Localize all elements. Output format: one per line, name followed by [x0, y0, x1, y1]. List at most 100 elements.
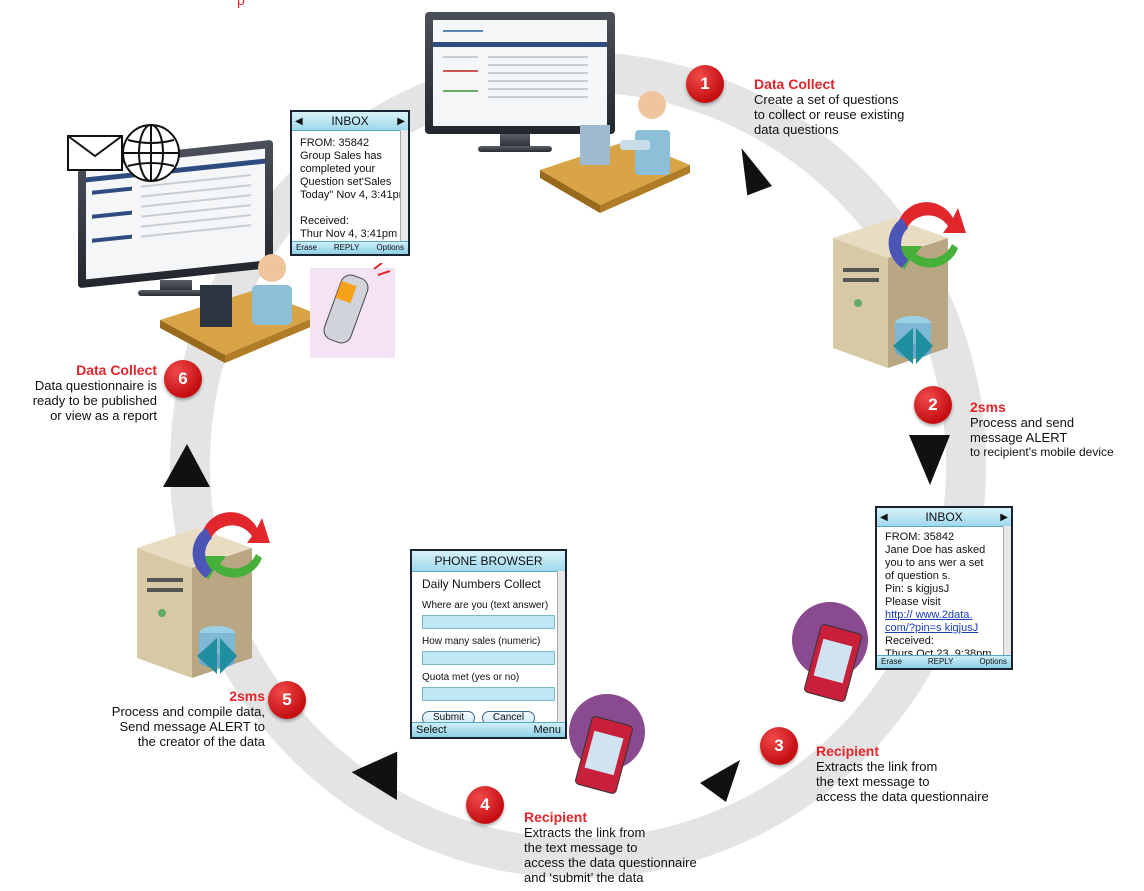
top-monitor-base [478, 146, 552, 152]
text-answer-input[interactable] [422, 615, 555, 629]
step-5-badge: 5 [268, 681, 306, 719]
inbox-title: INBOX [331, 114, 369, 128]
left-arrow-icon[interactable]: ◀ [295, 115, 303, 127]
left-monitor-base [138, 290, 214, 296]
person-at-desk-icon [540, 91, 690, 213]
inbox-top-screen: ◀ INBOX ▶ FROM: 35842 Group Sales has comp… [290, 110, 410, 256]
inbox-line: Pin: s kigjusJ [885, 583, 950, 595]
step-3-text: Recipient Extracts the link from the tex… [816, 743, 989, 804]
step-line: Data questionnaire is [34, 378, 157, 393]
form-title: Daily Numbers Collect [422, 577, 541, 591]
globe-icon [122, 124, 180, 182]
scrollbar[interactable] [400, 130, 408, 242]
step-title: Recipient [524, 809, 588, 825]
hand-phone-right-icon [792, 602, 868, 702]
step-line: message ALERT [970, 430, 1068, 445]
step-title: 2sms [970, 399, 1006, 415]
reply-softkey[interactable]: REPLY [333, 243, 360, 252]
step-line: access the data questionnaire [524, 855, 697, 870]
step-line: Process and compile data, [111, 704, 265, 719]
top-monitor [425, 12, 615, 134]
step-line: access the data questionnaire [816, 789, 989, 804]
arrow-1-2 [741, 148, 772, 196]
step-line: the text message to [524, 840, 638, 855]
step-line: Extracts the link from [816, 759, 938, 774]
inbox-title: INBOX [925, 510, 963, 524]
field-label: How many sales (numeric) [422, 636, 541, 647]
left-monitor-stand [160, 280, 192, 292]
inbox-line: Group Sales has [300, 150, 382, 162]
inbox-line: FROM: 35842 [300, 137, 370, 149]
header-fragment: p [237, 0, 245, 8]
cell-phone-icon [310, 263, 395, 358]
hand-phone-left-icon [569, 694, 645, 794]
step-title: Data Collect [754, 76, 835, 92]
arrow-2-3 [909, 435, 950, 485]
menu-softkey[interactable]: Menu [533, 724, 561, 736]
options-softkey[interactable]: Options [376, 243, 404, 252]
step-line: data questions [754, 122, 839, 137]
field-label: Where are you (text answer) [422, 600, 549, 611]
step-4-text: Recipient Extracts the link from the tex… [524, 809, 697, 885]
inbox-line: Please visit [885, 596, 941, 608]
scrollbar[interactable] [557, 571, 565, 725]
step-line: and ‘submit’ the data [524, 870, 644, 885]
inbox-line: Today" Nov 4, 3:41pm [300, 189, 408, 201]
step-line: to collect or reuse existing [754, 107, 905, 122]
step-line: Send message ALERT to [119, 719, 265, 734]
step-2-text: 2sms Process and send message ALERT to r… [970, 399, 1114, 460]
step-5-text: 2sms Process and compile data, Send mess… [70, 688, 265, 749]
yes-no-answer-input[interactable] [422, 687, 555, 701]
inbox-line: completed your [300, 163, 376, 175]
arrow-5-6 [163, 444, 210, 487]
step-line: ready to be published [32, 393, 157, 408]
scrollbar[interactable] [1003, 526, 1011, 656]
step-2-badge: 2 [914, 386, 952, 424]
reply-softkey[interactable]: REPLY [927, 657, 954, 666]
inbox-line: FROM: 35842 [885, 531, 955, 543]
step-1-badge: 1 [686, 65, 724, 103]
questionnaire-link[interactable]: com/?pin=s kigjusJ [885, 622, 979, 634]
step-title: 2sms [229, 688, 265, 704]
arrow-3-4 [700, 760, 740, 802]
inbox-line: Question set'Sales [300, 176, 392, 188]
inbox-line: you to ans wer a set [885, 557, 984, 569]
server-right-icon [833, 202, 966, 368]
step-3-badge: 3 [760, 727, 798, 765]
browser-title: PHONE BROWSER [434, 554, 543, 568]
phone-browser-screen: PHONE BROWSER Daily Numbers Collect Wher… [410, 549, 567, 739]
step-6-badge: 6 [164, 360, 202, 398]
numeric-answer-input[interactable] [422, 651, 555, 665]
inbox-line: Received: [885, 635, 934, 647]
step-line: the creator of the data [137, 734, 265, 749]
step-line: Create a set of questions [754, 92, 899, 107]
right-arrow-icon[interactable]: ▶ [1000, 511, 1008, 523]
inbox-line: Thur Nov 4, 3:41pm [300, 228, 398, 240]
erase-softkey[interactable]: Erase [296, 243, 317, 252]
inbox-line: Jane Doe has asked [885, 544, 986, 556]
inbox-right-screen: ◀ INBOX ▶ FROM: 35842 Jane Doe has asked y… [875, 506, 1013, 670]
step-6-text: Data Collect Data questionnaire is ready… [0, 362, 157, 423]
step-line: Process and send [970, 415, 1075, 430]
erase-softkey[interactable]: Erase [881, 657, 902, 666]
step-4-badge: 4 [466, 786, 504, 824]
step-title: Data Collect [76, 362, 157, 378]
left-arrow-icon[interactable]: ◀ [880, 511, 888, 523]
step-1-text: Data Collect Create a set of questions t… [754, 76, 904, 137]
step-line: the text message to [816, 774, 930, 789]
top-monitor-stand [500, 134, 530, 148]
person-with-phone-icon [160, 254, 320, 363]
questionnaire-link[interactable]: http:// www.2data. [885, 609, 973, 621]
inbox-line: of question s. [885, 570, 951, 582]
right-arrow-icon[interactable]: ▶ [397, 115, 405, 127]
envelope-icon [67, 135, 123, 171]
inbox-line: Received: [300, 215, 349, 227]
select-softkey[interactable]: Select [416, 724, 447, 736]
field-label: Quota met (yes or no) [422, 672, 520, 683]
step-line: or view as a report [50, 408, 157, 423]
step-line: to recipient's mobile device [970, 445, 1114, 459]
options-softkey[interactable]: Options [979, 657, 1007, 666]
arrow-4-5 [351, 751, 398, 801]
step-line: Extracts the link from [524, 825, 646, 840]
server-left-icon [137, 512, 270, 678]
